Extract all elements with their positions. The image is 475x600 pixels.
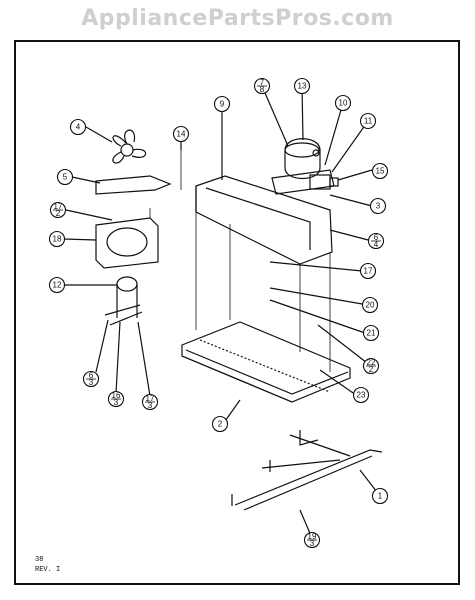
callout-1: 1: [371, 487, 389, 505]
callout-9: 9: [213, 95, 231, 113]
callout-label: 20: [366, 301, 375, 310]
callout-19-3: 193: [303, 531, 321, 549]
diagram-frame: [14, 40, 460, 585]
callout-sub-label: 3: [310, 539, 315, 548]
callout-18: 18: [48, 230, 66, 248]
relay-part: [309, 174, 339, 190]
callout-label: 23: [357, 391, 366, 400]
callout-label: 16: [112, 391, 121, 400]
callout-sub-label: 3: [148, 401, 153, 410]
callout-23: 23: [352, 386, 370, 404]
callout-22-2: 222: [362, 357, 380, 375]
callout-16-3: 163: [107, 390, 125, 408]
callout-14: 14: [172, 125, 190, 143]
callout-label: 12: [53, 281, 62, 290]
callout-label: 13: [298, 82, 307, 91]
callout-label: 6: [374, 233, 379, 242]
footnote-sheet-number: 38: [35, 556, 44, 564]
callout-17-2: 172: [49, 201, 67, 219]
callout-label: 17: [54, 202, 63, 211]
callout-label: 7: [260, 78, 265, 87]
callout-label: 17: [364, 267, 373, 276]
callout-15: 15: [371, 162, 389, 180]
callout-sub-label: 2: [56, 209, 61, 218]
callout-4: 4: [69, 118, 87, 136]
callout-label: 15: [376, 167, 385, 176]
callout-6-4: 64: [367, 232, 385, 250]
fan-blade-part: [112, 129, 147, 164]
base-pan-part: [181, 321, 351, 403]
callout-11: 11: [359, 112, 377, 130]
callout-label: 5: [63, 173, 68, 182]
callout-label: 10: [339, 99, 348, 108]
callout-sub-label: 3: [89, 378, 94, 387]
compressor-part: [271, 138, 335, 195]
callout-label: 22: [367, 358, 376, 367]
wiring-harness-part: [231, 430, 383, 511]
callout-13: 13: [293, 77, 311, 95]
callout-3: 3: [369, 197, 387, 215]
callout-17-3: 173: [141, 393, 159, 411]
callout-label: 21: [367, 329, 376, 338]
watermark-text: AppliancePartsPros.com: [81, 6, 394, 31]
callout-label: 3: [376, 202, 381, 211]
callout-label: 11: [364, 117, 373, 126]
callout-17: 17: [359, 262, 377, 280]
callout-label: 2: [218, 420, 223, 429]
callout-sub-label: 2: [369, 365, 374, 374]
callout-12: 12: [48, 276, 66, 294]
callout-label: 1: [378, 492, 383, 501]
callout-2: 2: [211, 415, 229, 433]
callout-label: 6: [89, 371, 94, 380]
callout-label: 18: [53, 235, 62, 244]
callout-20: 20: [361, 296, 379, 314]
callout-label: 4: [76, 123, 81, 132]
callout-label: 14: [177, 130, 186, 139]
footnote-revision: REV. I: [35, 566, 61, 574]
callout-7-8: 78: [253, 77, 271, 95]
callout-label: 19: [308, 532, 317, 541]
fan-motor-part: [104, 276, 143, 326]
callout-21: 21: [362, 324, 380, 342]
callout-10: 10: [334, 94, 352, 112]
callout-6-3: 63: [82, 370, 100, 388]
fan-shroud-part: [95, 217, 159, 269]
callout-5: 5: [56, 168, 74, 186]
callout-sub-label: 3: [114, 398, 119, 407]
callout-label: 17: [146, 394, 155, 403]
callout-sub-label: 4: [374, 240, 379, 249]
callout-label: 9: [220, 100, 225, 109]
callout-sub-label: 8: [260, 85, 265, 94]
fan-bracket-part: [95, 175, 172, 195]
